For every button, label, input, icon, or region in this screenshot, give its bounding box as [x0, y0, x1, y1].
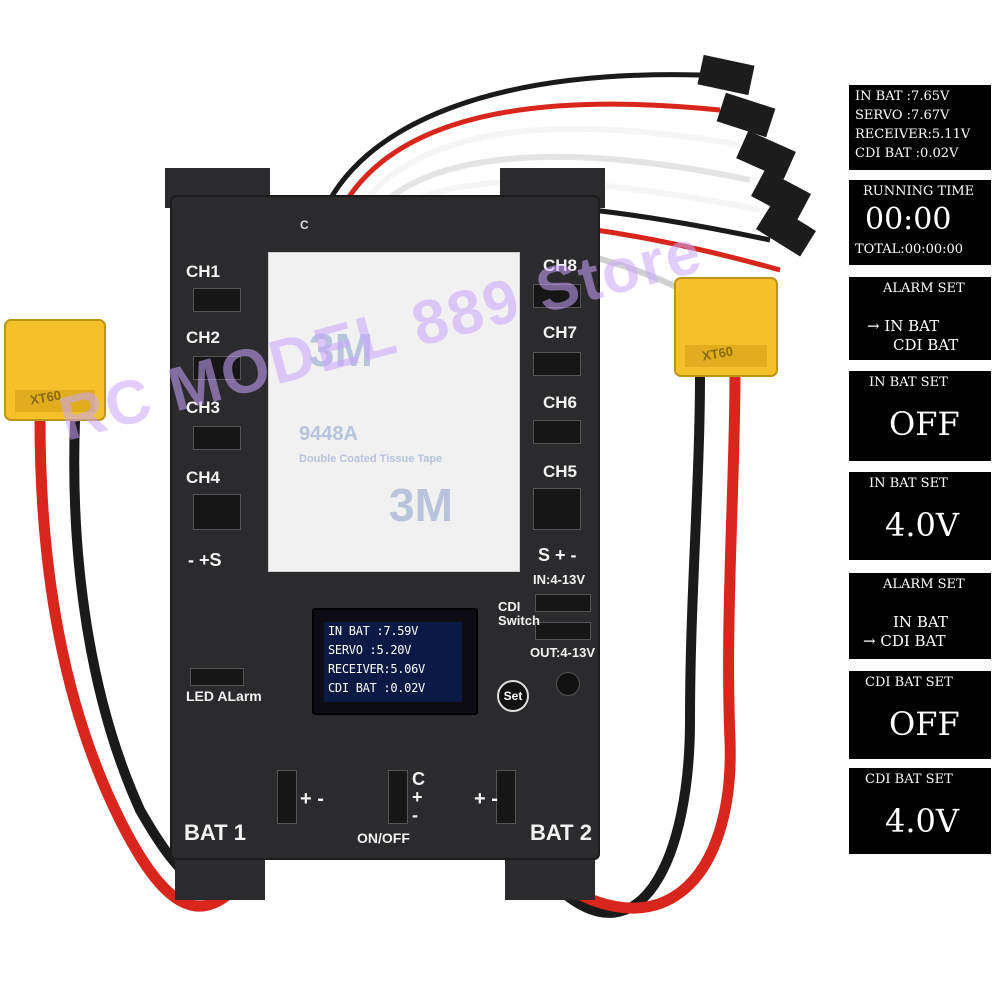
ch1-label: CH1 — [186, 262, 221, 281]
panel-8-title: CDI BAT SET — [865, 772, 953, 787]
sticker-logo: 3M — [309, 324, 373, 376]
panel-1-line-4: CDI BAT :0.02V — [855, 146, 959, 161]
panel-3-item-1: → IN BAT — [867, 317, 940, 335]
ch6-label: CH6 — [543, 393, 578, 412]
oled-line-4: CDI BAT :0.02V — [328, 681, 425, 695]
ch4-label: CH4 — [186, 468, 221, 487]
panel-cdi-bat-set-4v: CDI BAT SET 4.0V — [849, 768, 991, 854]
ch3-label: CH3 — [186, 398, 221, 417]
panel-2-title: RUNNING TIME — [863, 184, 975, 199]
panel-1-line-3: RECEIVER:5.11V — [855, 127, 971, 142]
cdi-out-header — [535, 622, 591, 640]
panel-7-title: CDI BAT SET — [865, 675, 953, 690]
ch7-header — [533, 352, 581, 376]
ch6-header — [533, 420, 581, 444]
panel-7-big: OFF — [889, 705, 960, 743]
oled-line-2: SERVO :5.20V — [328, 643, 412, 657]
panel-1-line-2: SERVO :7.67V — [855, 108, 950, 123]
onoff-polarity: C + - — [412, 769, 425, 825]
panel-in-bat-set-4v: IN BAT SET 4.0V — [849, 472, 991, 560]
set-button[interactable]: Set — [497, 680, 529, 712]
sticker-code: 9448A — [299, 423, 358, 445]
cdi-in-header — [535, 594, 591, 612]
panel-4-big: OFF — [889, 405, 960, 443]
ch3-header — [193, 426, 241, 450]
top-mark: C — [300, 218, 309, 232]
ch5-header — [533, 488, 581, 530]
panel-cdi-bat-set-off: CDI BAT SET OFF — [849, 671, 991, 759]
ch2-header — [193, 356, 241, 380]
panel-2-footer: TOTAL:00:00:00 — [855, 242, 964, 257]
panel-6-item-2: → CDI BAT — [863, 632, 946, 650]
led-alarm-label: LED ALarm — [186, 688, 262, 704]
bat1-header — [277, 770, 297, 824]
oled-screen: IN BAT :7.59V SERVO :5.20V RECEIVER:5.06… — [324, 622, 462, 702]
oled-display: IN BAT :7.59V SERVO :5.20V RECEIVER:5.06… — [312, 608, 478, 715]
oled-line-1: IN BAT :7.59V — [328, 624, 419, 638]
sticker-logo-2: 3M — [389, 479, 453, 531]
ch1-header — [193, 288, 241, 312]
bat1-polarity: + - — [300, 788, 324, 810]
ch4-header — [193, 494, 241, 530]
panel-5-title: IN BAT SET — [869, 476, 948, 491]
set-knob[interactable] — [556, 672, 580, 696]
out-range-label: OUT:4-13V — [530, 645, 596, 660]
panel-3-title: ALARM SET — [883, 281, 965, 296]
panel-alarm-set-in: ALARM SET → IN BAT CDI BAT — [849, 277, 991, 360]
sticker-tape-text: Double Coated Tissue Tape — [299, 453, 443, 465]
panel-running-time: RUNNING TIME 00:00 TOTAL:00:00:00 — [849, 180, 991, 265]
panel-alarm-set-cdi: ALARM SET IN BAT → CDI BAT — [849, 573, 991, 659]
ch8-label: CH8 — [543, 256, 578, 275]
bat2-label: BAT 2 — [530, 820, 592, 845]
panel-6-item-1: IN BAT — [893, 613, 948, 631]
panel-2-big: 00:00 — [865, 202, 952, 237]
led-alarm-header — [190, 668, 244, 686]
panel-8-big: 4.0V — [885, 802, 959, 840]
tape-sticker: 3M 9448A Double Coated Tissue Tape 3M — [268, 252, 520, 572]
onoff-label: ON/OFF — [357, 830, 410, 846]
pin-label-right: S + - — [538, 545, 577, 565]
panel-6-title: ALARM SET — [883, 577, 965, 592]
pin-label-left: - +S — [188, 550, 222, 570]
bat2-header — [496, 770, 516, 824]
ch2-label: CH2 — [186, 328, 221, 347]
ch7-label: CH7 — [543, 323, 578, 342]
panel-5-big: 4.0V — [885, 506, 959, 544]
panel-3-item-2: CDI BAT — [893, 336, 959, 354]
panel-voltages: IN BAT :7.65V SERVO :7.67V RECEIVER:5.11… — [849, 85, 991, 170]
panel-4-title: IN BAT SET — [869, 375, 948, 390]
oled-line-3: RECEIVER:5.06V — [328, 662, 425, 676]
panel-1-line-1: IN BAT :7.65V — [855, 89, 950, 104]
in-range-label: IN:4-13V — [533, 572, 586, 587]
bat1-label: BAT 1 — [184, 820, 246, 845]
panel-in-bat-set-off: IN BAT SET OFF — [849, 371, 991, 461]
bat2-polarity: + - — [474, 788, 498, 810]
ch5-label: CH5 — [543, 462, 578, 481]
cdi-switch-label: CDI Switch — [498, 599, 540, 628]
onoff-header — [388, 770, 408, 824]
ch8-header — [533, 284, 581, 308]
